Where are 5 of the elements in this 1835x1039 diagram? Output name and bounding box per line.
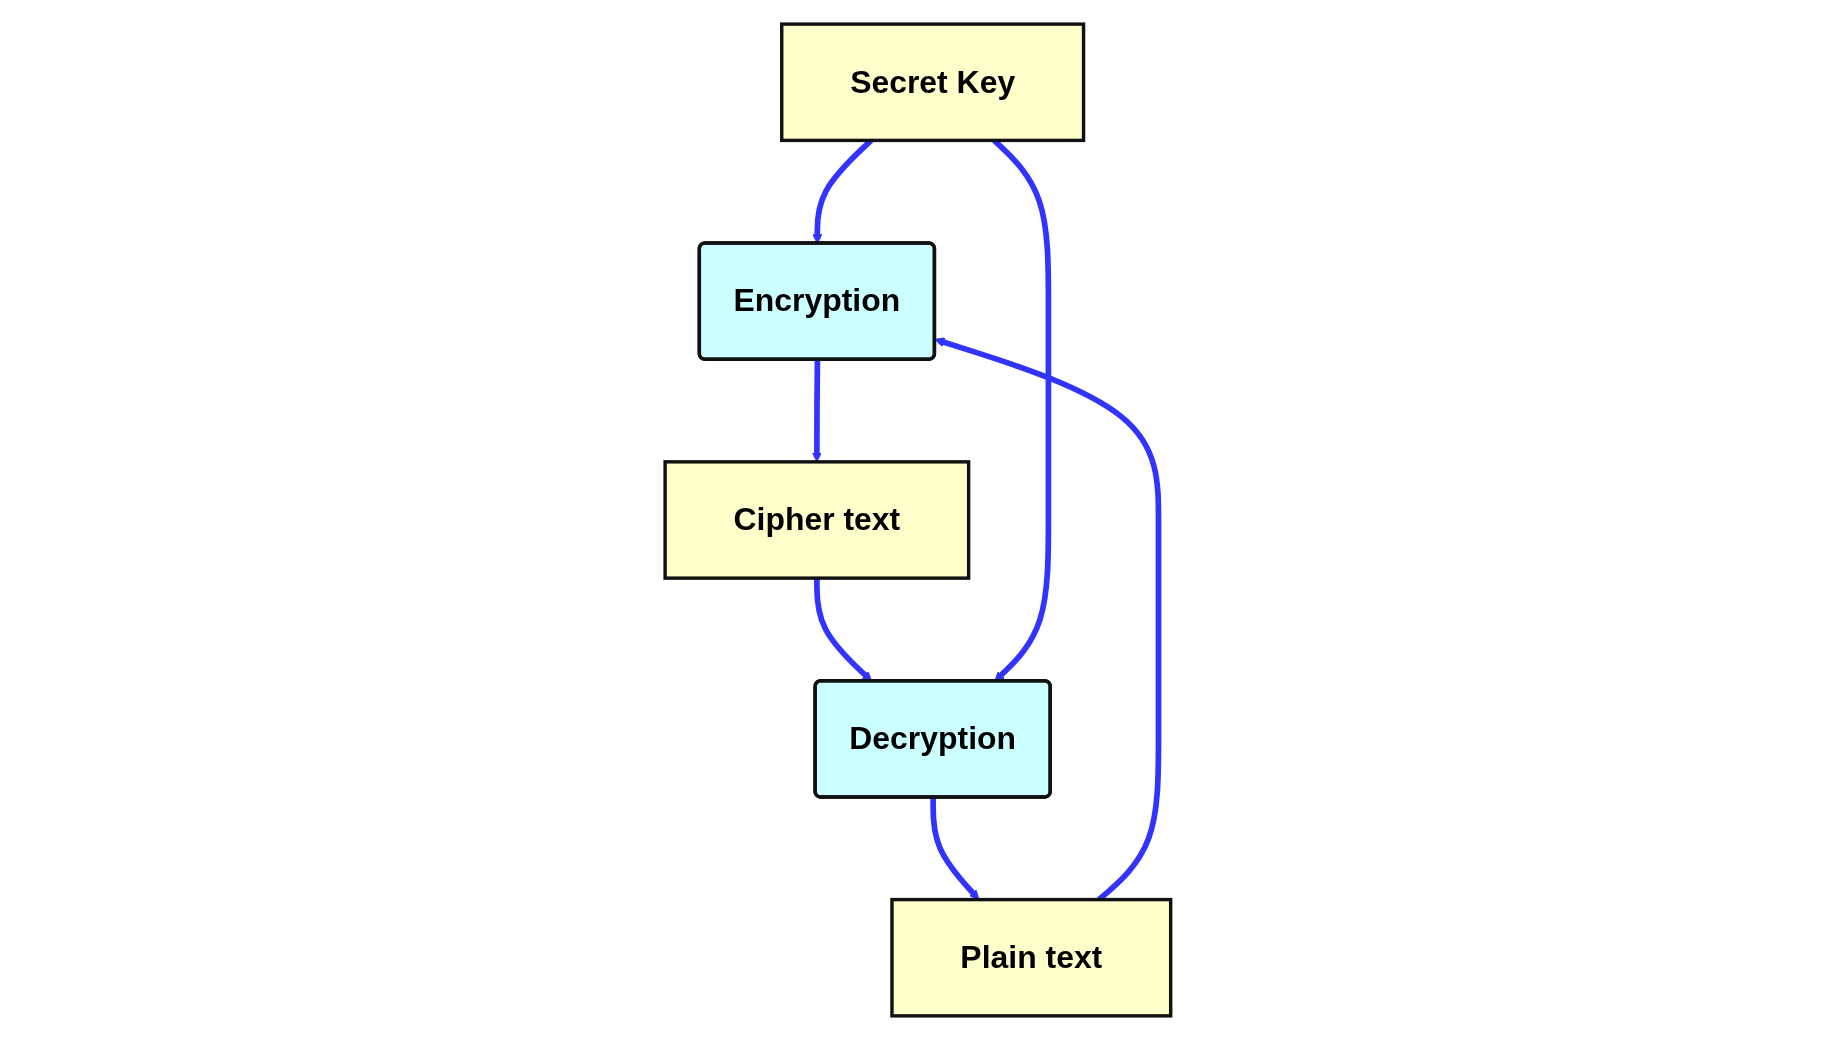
arrow: [811, 359, 822, 462]
node-box: Secret Key: [779, 21, 1085, 142]
node-box: Cipher text: [663, 459, 970, 580]
node-box: Plain text: [889, 897, 1172, 1018]
arrow: [929, 797, 979, 900]
